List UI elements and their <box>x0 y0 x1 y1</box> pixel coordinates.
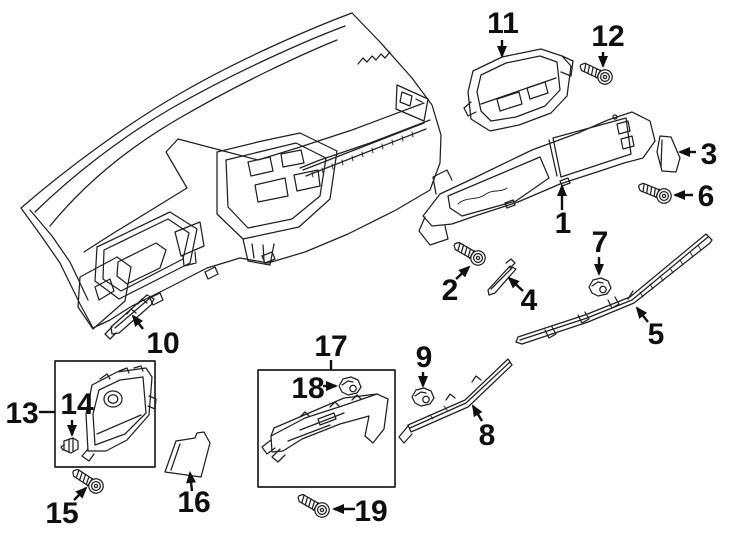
part-12-screw <box>576 58 616 88</box>
part-14-clip <box>60 437 79 454</box>
callout-arrow-16 <box>186 471 197 492</box>
box-13-panel-assembly <box>54 360 156 468</box>
part-16-access-cover <box>164 431 211 478</box>
callout-12[interactable]: 12 <box>591 20 624 53</box>
callout-11[interactable]: 11 <box>487 7 519 40</box>
callout-labels: 1 2 3 4 5 6 7 8 9 10 11 12 13 14 15 16 1… <box>5 7 717 530</box>
part-19-screw <box>294 489 333 521</box>
part-3-end-trim <box>656 135 681 173</box>
callout-8[interactable]: 8 <box>479 419 496 452</box>
callout-arrow-15 <box>73 486 88 501</box>
dashboard-assembly <box>20 12 442 330</box>
callout-9[interactable]: 9 <box>416 341 433 374</box>
callout-7[interactable]: 7 <box>592 226 609 259</box>
callout-arrow-5 <box>635 306 649 323</box>
callout-15[interactable]: 15 <box>45 497 78 530</box>
callout-14[interactable]: 14 <box>60 388 94 421</box>
callout-1[interactable]: 1 <box>555 207 572 240</box>
part-13-knee-bolster-panel <box>81 365 157 462</box>
part-17-lower-panel <box>261 393 389 463</box>
callout-arrow-4 <box>507 276 524 292</box>
callout-13[interactable]: 13 <box>5 397 38 430</box>
callout-arrow-10 <box>131 314 144 330</box>
part-8-lower-molding <box>398 358 513 444</box>
part-1-cluster-bezel <box>418 111 656 246</box>
callout-2[interactable]: 2 <box>442 274 459 307</box>
callout-19[interactable]: 19 <box>354 495 387 528</box>
callout-4[interactable]: 4 <box>521 284 538 317</box>
callout-arrows <box>39 40 696 514</box>
callout-arrow-8 <box>471 404 484 422</box>
callout-10[interactable]: 10 <box>146 327 179 360</box>
callout-6[interactable]: 6 <box>698 180 715 213</box>
callout-arrow-2 <box>455 265 471 280</box>
part-6-screw <box>635 178 674 206</box>
part-2-screw <box>450 237 489 269</box>
part-5-upper-molding <box>515 233 713 345</box>
callout-17[interactable]: 17 <box>314 330 347 363</box>
part-7-clip <box>588 277 612 297</box>
box-17-panel-assembly <box>257 369 396 488</box>
callout-5[interactable]: 5 <box>648 318 665 351</box>
part-15-screw <box>68 464 107 497</box>
callout-3[interactable]: 3 <box>701 138 718 171</box>
part-11-bracket <box>463 48 574 132</box>
part-18-clip <box>338 376 362 396</box>
callout-18[interactable]: 18 <box>291 372 324 405</box>
callout-16[interactable]: 16 <box>177 486 210 519</box>
part-4-trim-strip <box>487 258 517 296</box>
part-10-sill-strip <box>104 294 155 340</box>
part-9-clip <box>411 387 435 407</box>
